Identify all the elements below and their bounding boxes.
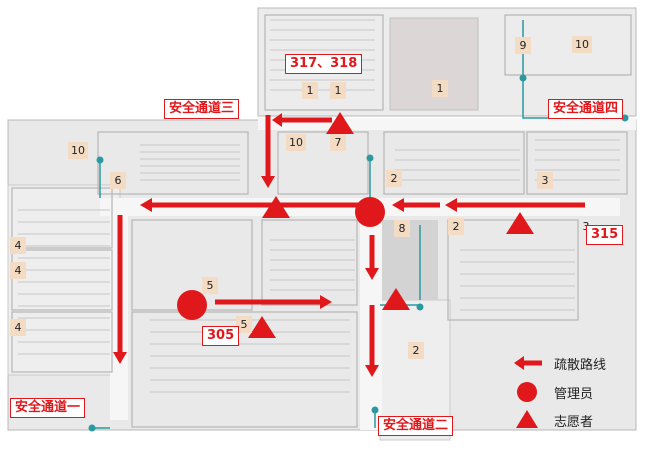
legend-manager-text: 管理员 xyxy=(554,387,594,402)
legend-route-text: 疏散路线 xyxy=(554,358,607,373)
legend-volunteer: 志愿者 xyxy=(514,409,644,431)
zone-number: 1 xyxy=(330,82,346,99)
volunteer-markers xyxy=(248,112,534,338)
legend-volunteer-text: 志愿者 xyxy=(554,415,594,430)
zone-number: 6 xyxy=(110,172,126,189)
volunteer-315 xyxy=(506,212,534,234)
zone-number: 3 xyxy=(537,172,553,189)
zone-number: 5 xyxy=(236,316,252,333)
room-315-label: 315 xyxy=(586,225,624,245)
exit-2-label: 安全通道二 xyxy=(378,416,454,436)
zone-number: 5 xyxy=(202,277,218,294)
zone-number: 7 xyxy=(330,134,346,151)
zone-number: 8 xyxy=(394,220,410,237)
room-317-318-label: 317、318 xyxy=(285,54,363,74)
zone-number: 4 xyxy=(10,319,26,336)
manager-center xyxy=(355,197,385,227)
teal-nodes xyxy=(88,74,629,432)
exit-3-label: 安全通道三 xyxy=(164,99,240,119)
zone-number: 1 xyxy=(302,82,318,99)
room-walls xyxy=(11,14,632,428)
zone-number: 9 xyxy=(515,37,531,54)
evacuation-routes xyxy=(113,113,585,377)
zone-number: 1 xyxy=(432,80,448,97)
zone-number: 2 xyxy=(448,218,464,235)
north-hall xyxy=(389,17,479,111)
legend-route: 疏散路线 xyxy=(514,352,644,374)
zone-number: 2 xyxy=(408,342,424,359)
west-classroom-block xyxy=(7,184,121,376)
manager-305 xyxy=(177,290,207,320)
volunteer-317 xyxy=(326,112,354,134)
legend-manager: 管理员 xyxy=(514,381,644,403)
zone-number: 4 xyxy=(10,262,26,279)
zone-number: 10 xyxy=(68,142,88,159)
exit-1-label: 安全通道一 xyxy=(10,398,86,418)
zone-number: 10 xyxy=(286,134,306,151)
room-305-label: 305 xyxy=(202,326,240,346)
exit-4-label: 安全通道四 xyxy=(548,99,624,119)
zone-number: 4 xyxy=(10,237,26,254)
zone-number: 10 xyxy=(572,36,592,53)
zone-number: 2 xyxy=(386,170,402,187)
legend-graphics xyxy=(514,356,542,428)
volunteer-exit3 xyxy=(262,196,290,218)
volunteer-305 xyxy=(248,316,276,338)
corridor-north xyxy=(258,118,636,130)
volunteer-center xyxy=(382,288,410,310)
manager-markers xyxy=(177,197,385,320)
